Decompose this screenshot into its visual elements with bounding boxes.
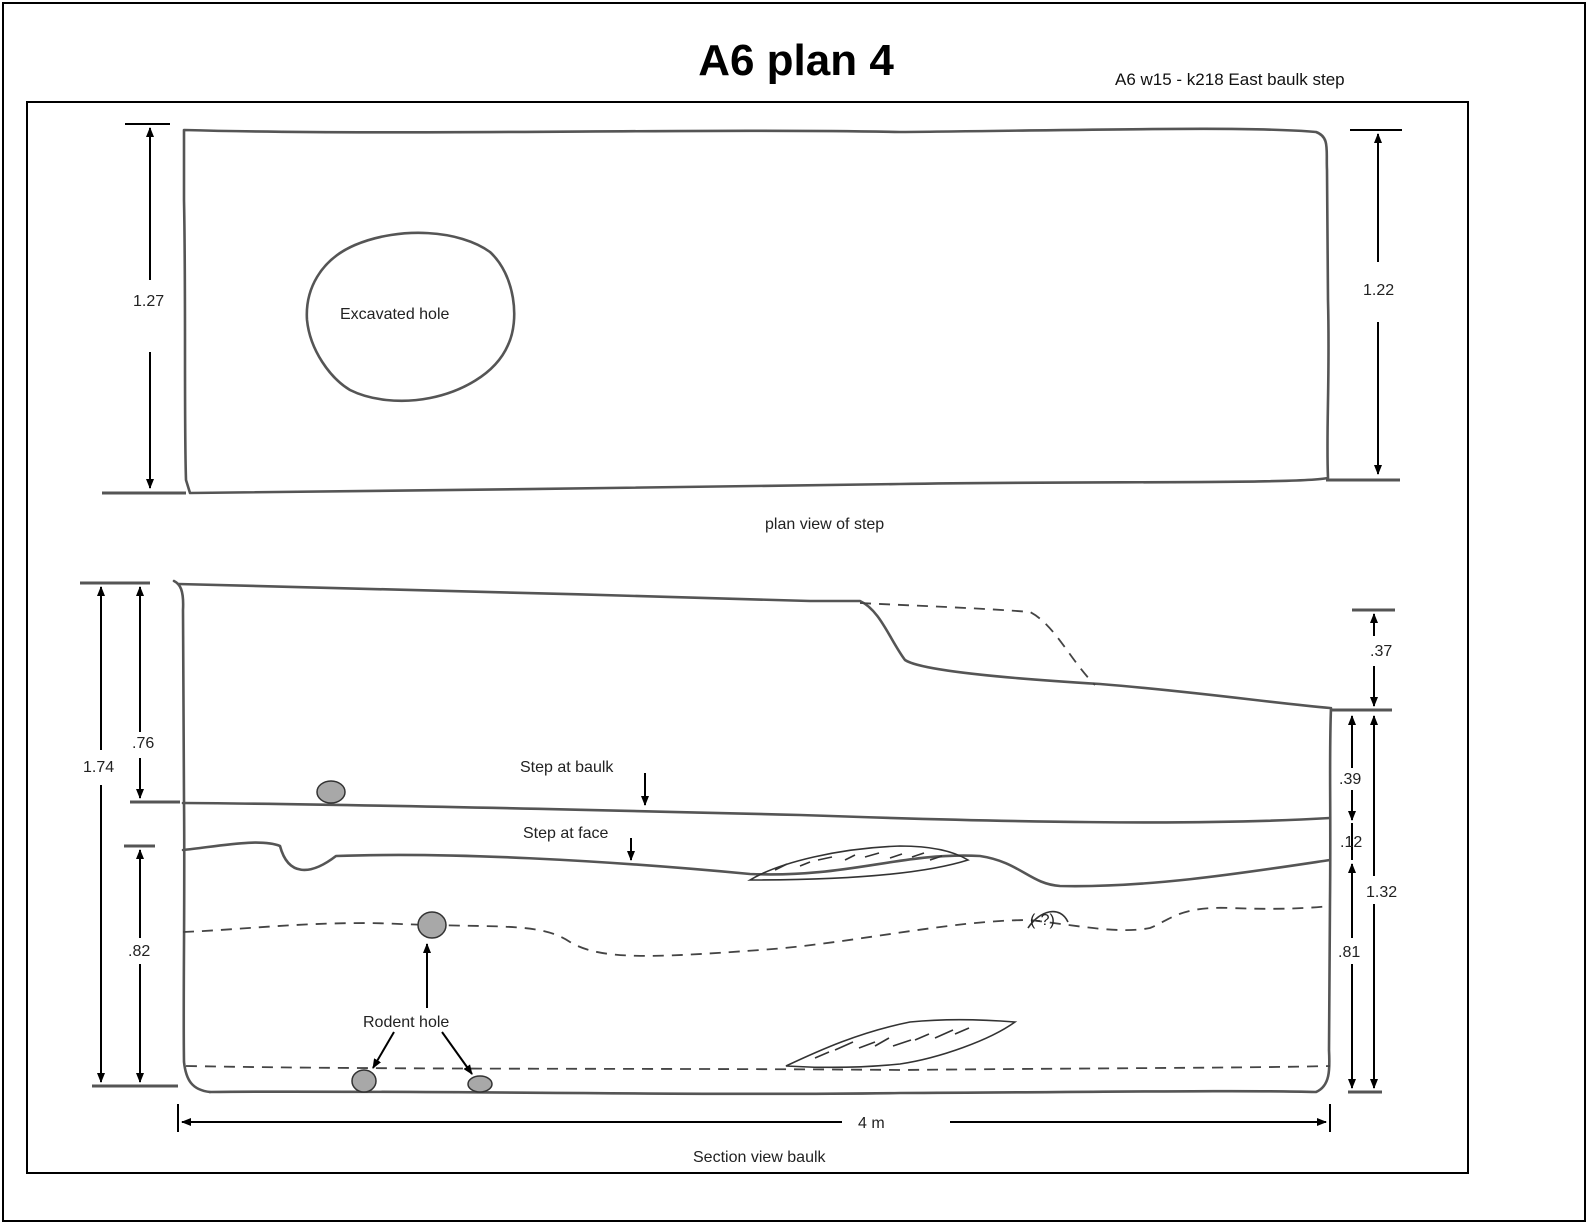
- page-title: A6 plan 4: [698, 36, 894, 85]
- rodent-hole-1: [351, 1069, 377, 1093]
- rodent-arrow-right: [441, 1031, 473, 1075]
- plan-left-height: 1.27: [133, 293, 164, 310]
- plan-view: Excavated hole 1.27 1.22 plan view of st…: [102, 123, 1402, 533]
- right-lower-height: .81: [1338, 944, 1360, 961]
- layer-interface-dashed: [182, 905, 1331, 957]
- left-lower-height: .82: [128, 943, 150, 960]
- page-subtitle: A6 w15 - k218 East baulk step: [1115, 70, 1345, 89]
- section-width: 4 m: [858, 1115, 885, 1132]
- section-left-wall: [172, 579, 212, 1094]
- right-upper-height: .39: [1339, 771, 1361, 788]
- plan-right-height: 1.22: [1363, 282, 1394, 299]
- stone-upper: [316, 780, 346, 804]
- rodent-arrow-left: [372, 1031, 395, 1069]
- right-total-height: 1.32: [1366, 884, 1397, 901]
- right-top-height: .37: [1370, 643, 1392, 660]
- upper-lens: [747, 845, 970, 881]
- bottom-dashed-line: [185, 1065, 1331, 1071]
- step-at-face-label: Step at face: [523, 825, 608, 842]
- section-top-projection: [859, 602, 1096, 686]
- rodent-hole-burrow: [417, 911, 447, 939]
- right-step-height: .12: [1340, 834, 1362, 851]
- plan-step-outline: [182, 127, 1330, 495]
- drawing-frame: [26, 101, 1469, 1174]
- section-view-caption: Section view baulk: [693, 1149, 827, 1166]
- section-bottom: [208, 706, 1333, 1096]
- rodent-hole-label: Rodent hole: [363, 1014, 449, 1031]
- query-mark: (-?): [1030, 912, 1055, 929]
- step-at-face-line: [181, 841, 1332, 888]
- excavated-hole: [305, 231, 516, 403]
- lower-lens-hatch: [814, 1027, 970, 1059]
- lower-lens: [785, 1018, 1018, 1069]
- left-upper-height: .76: [132, 735, 154, 752]
- left-total-height: 1.74: [83, 759, 114, 776]
- rodent-hole-2: [467, 1075, 493, 1093]
- query-mark-curve: [1027, 910, 1069, 929]
- section-view: (-?) Step at baulk Step at face Rodent h…: [80, 579, 1397, 1166]
- section-top-surface: [176, 582, 1332, 710]
- step-at-baulk-label: Step at baulk: [520, 759, 614, 776]
- upper-lens-hatch: [774, 852, 943, 871]
- excavated-hole-label: Excavated hole: [340, 306, 450, 323]
- plan-view-caption: plan view of step: [765, 516, 884, 533]
- step-at-baulk-line: [181, 801, 1332, 824]
